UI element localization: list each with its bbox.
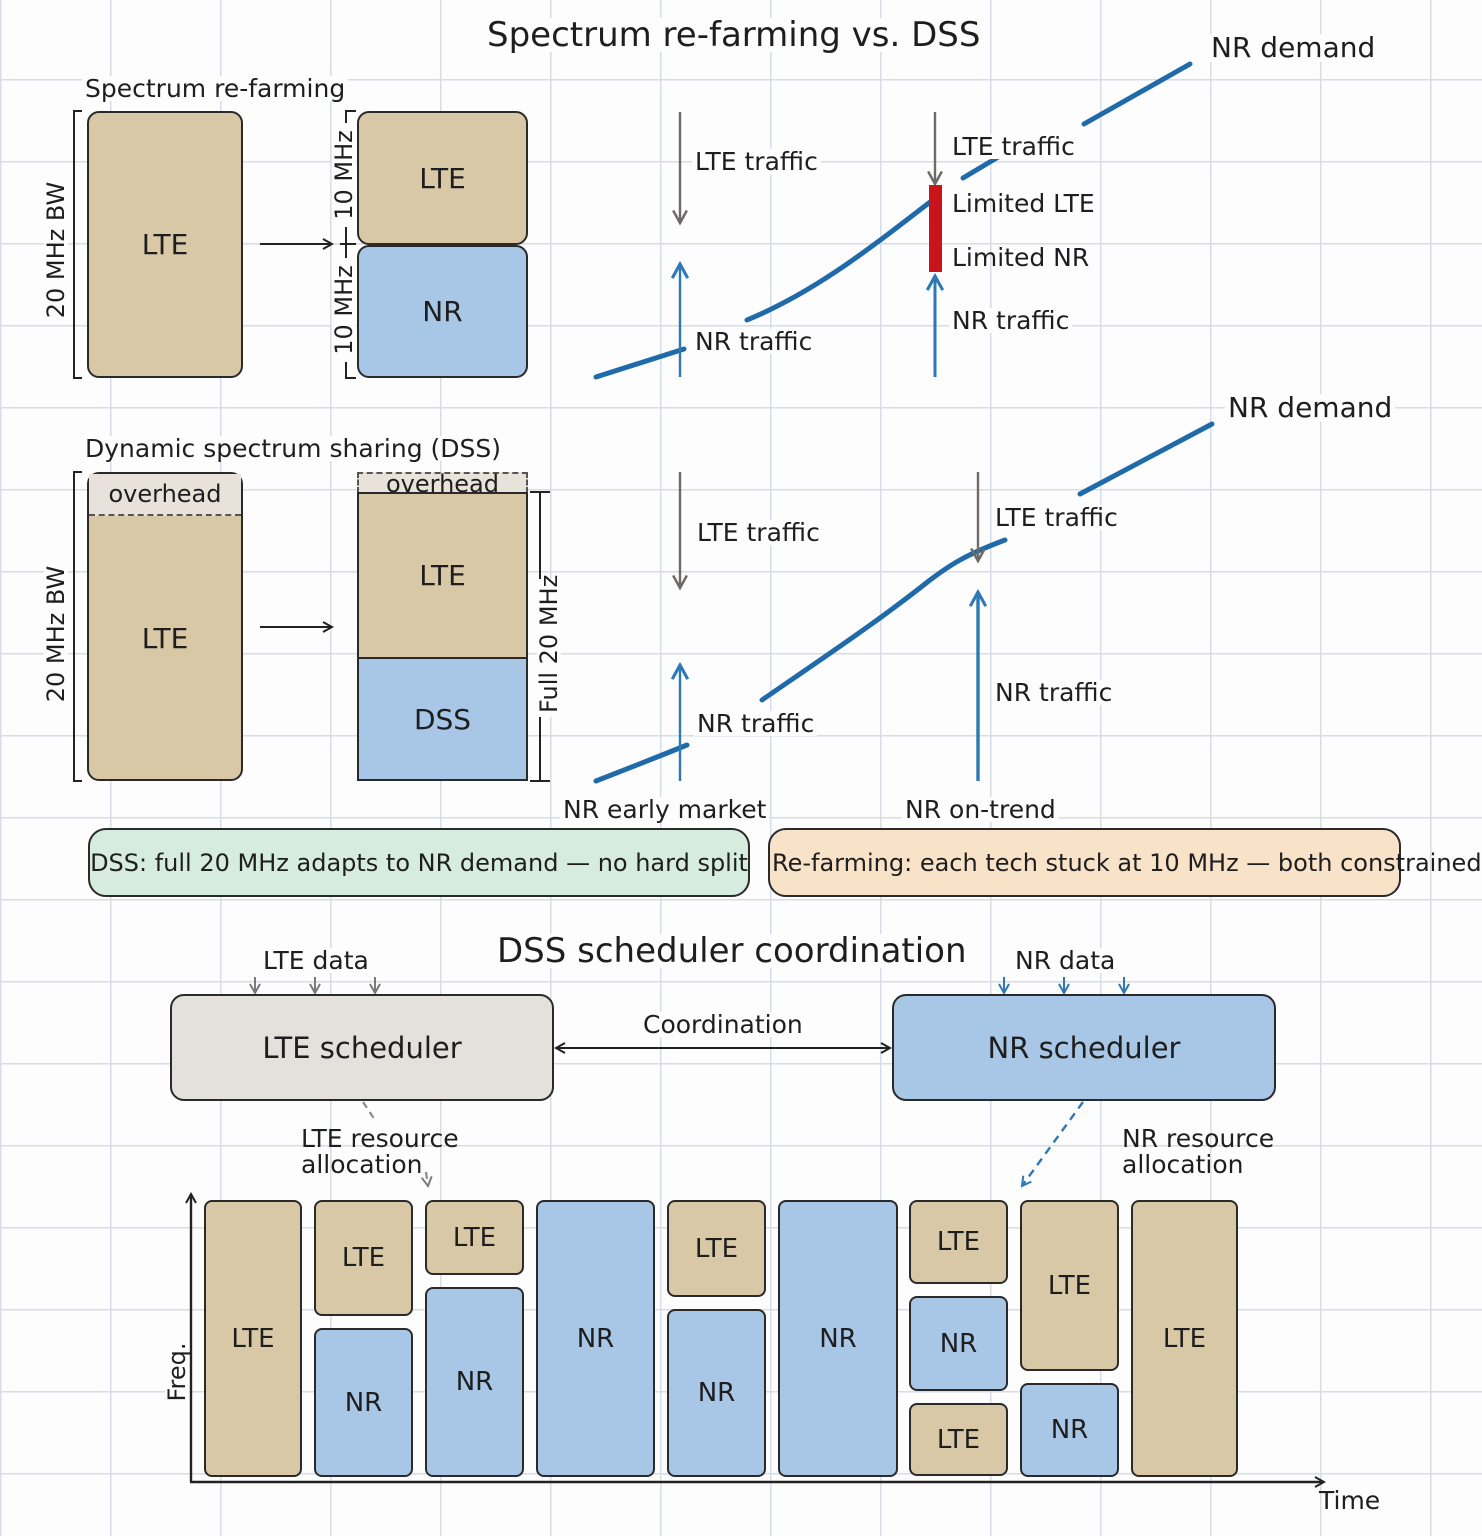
dss-full-20mhz-label: Full 20 MHz — [535, 575, 563, 717]
dss-summary-note: DSS: full 20 MHz adapts to NR demand — n… — [88, 828, 750, 897]
page-title: Spectrum re-farming vs. DSS — [484, 18, 984, 52]
note-text: DSS: full 20 MHz adapts to NR demand — n… — [90, 848, 748, 877]
block-label: DSS — [413, 702, 472, 736]
resource-block-lte: LTE — [314, 1200, 413, 1316]
nr-data-label: NR data — [1012, 948, 1119, 973]
scheduler-label: NR scheduler — [987, 1030, 1181, 1065]
resource-block-nr: NR — [314, 1328, 413, 1477]
limited-lte-label: Limited LTE — [952, 189, 1095, 218]
overhead-label: overhead — [385, 469, 499, 498]
refarm-early-lte-label: LTE traffic — [692, 149, 821, 174]
refarm-bottom-10mhz-label: 10 MHz — [330, 258, 358, 362]
dss-target-overhead: overhead — [357, 469, 528, 498]
block-label: NR — [422, 295, 463, 328]
block-label: LTE — [936, 1227, 981, 1257]
limited-capacity-bar — [929, 185, 942, 272]
refarming-summary-note: Re-farming: each tech stuck at 10 MHz — … — [768, 828, 1482, 897]
block-label: LTE — [936, 1424, 981, 1455]
refarming-heading: Spectrum re-farming — [82, 76, 349, 101]
resource-block-nr: NR — [1020, 1383, 1119, 1477]
resource-block-nr: NR — [425, 1287, 524, 1477]
lte-allocation-label-1: LTE resource — [301, 1124, 459, 1153]
dss-source-overhead: overhead — [89, 474, 241, 516]
dss-nr-demand-curve — [593, 421, 1215, 784]
refarm-trend-nr-label: NR traffic — [949, 308, 1073, 333]
refarm-nr-block: NR — [357, 245, 528, 378]
coordination-label: Coordination — [640, 1012, 806, 1037]
resource-block-lte: LTE — [909, 1200, 1008, 1284]
block-label: LTE — [1047, 1270, 1092, 1301]
dss-source-block: overhead LTE — [87, 472, 243, 781]
overhead-label: overhead — [108, 480, 222, 508]
refarm-top-10mhz-label: 10 MHz — [330, 123, 358, 227]
nr-allocation-arrow — [1022, 1101, 1084, 1186]
note-text: Re-farming: each tech stuck at 10 MHz — … — [772, 848, 1482, 877]
block-label: LTE — [452, 1222, 497, 1253]
block-label: NR — [344, 1387, 383, 1418]
dss-nr-demand-label: NR demand — [1225, 394, 1396, 422]
block-label: LTE — [694, 1233, 739, 1264]
lte-allocation-label-2: allocation — [301, 1150, 423, 1179]
nr-allocation-label-1: NR resource — [1122, 1124, 1275, 1153]
block-label: NR — [576, 1323, 615, 1354]
dss-target-dss-block: DSS — [357, 657, 528, 781]
resource-block-nr: NR — [909, 1296, 1008, 1391]
time-axis-label: Time — [1319, 1486, 1381, 1515]
block-label: NR — [1050, 1415, 1089, 1445]
nr-allocation-label-2: allocation — [1122, 1150, 1244, 1179]
refarm-split-bracket — [340, 110, 356, 379]
nr-scheduler-box: NR scheduler — [892, 994, 1276, 1101]
block-label: NR — [819, 1323, 857, 1354]
block-label: NR — [697, 1378, 736, 1408]
refarm-bw-label: 20 MHz BW — [42, 176, 70, 324]
block-label: LTE — [341, 1243, 386, 1273]
lte-scheduler-box: LTE scheduler — [170, 994, 554, 1101]
resource-block-lte: LTE — [1131, 1200, 1238, 1477]
freq-axis-label: Freq. — [163, 1333, 191, 1411]
dss-target-lte-block: LTE — [357, 492, 528, 659]
refarm-nr-demand-label: NR demand — [1208, 34, 1379, 62]
dss-trend-nr-label: NR traffic — [992, 680, 1116, 705]
phase-early-market: NR early market — [560, 797, 770, 822]
scheduler-label: LTE scheduler — [262, 1030, 462, 1065]
resource-block-nr: NR — [667, 1309, 766, 1477]
block-label: LTE — [419, 161, 466, 195]
lte-data-label: LTE data — [260, 948, 372, 973]
refarm-source-lte-block: LTE — [87, 111, 243, 378]
block-label: NR — [939, 1328, 978, 1359]
refarm-lte-block: LTE — [357, 111, 528, 245]
dss-bw-bracket — [73, 471, 82, 782]
resource-block-lte: LTE — [425, 1200, 524, 1275]
nr-data-arrows — [1004, 977, 1124, 993]
refarm-nr-demand-curve — [593, 61, 1193, 380]
block-label: LTE — [141, 622, 189, 655]
block-label: LTE — [1162, 1323, 1207, 1354]
refarm-early-nr-label: NR traffic — [692, 329, 816, 354]
resource-block-lte: LTE — [667, 1200, 766, 1297]
block-label: LTE — [419, 559, 466, 592]
block-label: LTE — [231, 1323, 275, 1354]
resource-block-nr: NR — [778, 1200, 898, 1477]
dss-early-lte-label: LTE traffic — [694, 520, 823, 545]
resource-block-lte: LTE — [1020, 1200, 1119, 1371]
resource-block-lte: LTE — [204, 1200, 302, 1477]
lte-allocation-arrow — [362, 1101, 428, 1186]
dss-heading: Dynamic spectrum sharing (DSS) — [82, 436, 505, 461]
resource-block-nr: NR — [536, 1200, 655, 1477]
refarm-bw-bracket — [73, 110, 82, 379]
dss-trend-lte-label: LTE traffic — [992, 505, 1121, 530]
scheduler-title: DSS scheduler coordination — [494, 934, 970, 968]
dss-bw-label: 20 MHz BW — [42, 560, 70, 708]
lte-data-arrows — [255, 977, 375, 993]
dss-source-lte: LTE — [89, 516, 241, 761]
dss-early-nr-label: NR traffic — [694, 711, 818, 736]
resource-block-lte: LTE — [909, 1403, 1008, 1476]
block-label: NR — [455, 1367, 494, 1397]
limited-nr-label: Limited NR — [952, 243, 1090, 272]
block-label: LTE — [141, 228, 189, 261]
refarm-trend-lte-label: LTE traffic — [949, 134, 1078, 159]
phase-on-trend: NR on-trend — [902, 797, 1059, 822]
